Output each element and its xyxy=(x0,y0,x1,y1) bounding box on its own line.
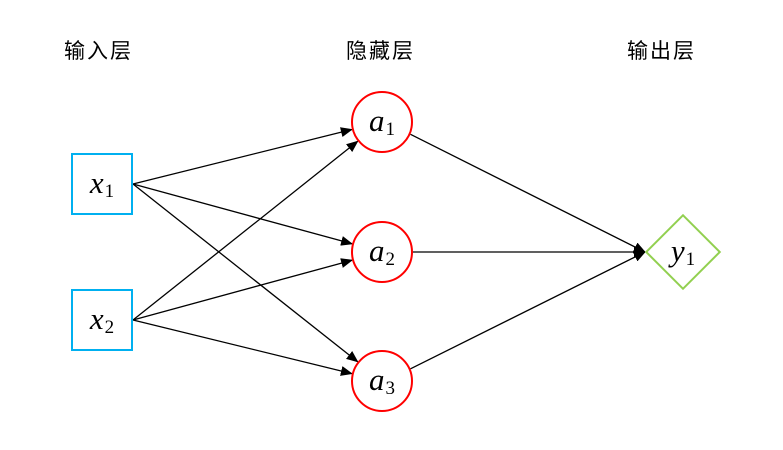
layer-label-hidden: 隐藏层 xyxy=(346,39,415,63)
edge-x1-a1 xyxy=(132,127,353,185)
node-label-a3: a3 xyxy=(369,361,395,400)
edge-x1-a2 xyxy=(132,183,354,246)
node-x1: x1 xyxy=(71,153,133,215)
node-label-x2: x2 xyxy=(89,300,115,339)
edge-a3-y1 xyxy=(410,251,646,370)
edge-x2-a1 xyxy=(132,140,359,321)
layer-label-output: 输出层 xyxy=(627,39,696,63)
edge-a1-y1 xyxy=(410,133,646,253)
node-label-a1: a1 xyxy=(369,102,395,141)
layer-label-input: 输入层 xyxy=(64,39,133,63)
node-a3: a3 xyxy=(351,350,413,412)
node-label-a2: a2 xyxy=(369,232,395,271)
node-x2: x2 xyxy=(71,289,133,351)
node-a1: a1 xyxy=(351,91,413,153)
edge-x2-a2 xyxy=(132,258,354,321)
node-label-x1: x1 xyxy=(89,164,115,203)
node-a2: a2 xyxy=(351,221,413,283)
edge-x2-a3 xyxy=(132,319,353,376)
node-label-y1: y1 xyxy=(670,232,696,271)
edge-x1-a3 xyxy=(132,183,359,363)
